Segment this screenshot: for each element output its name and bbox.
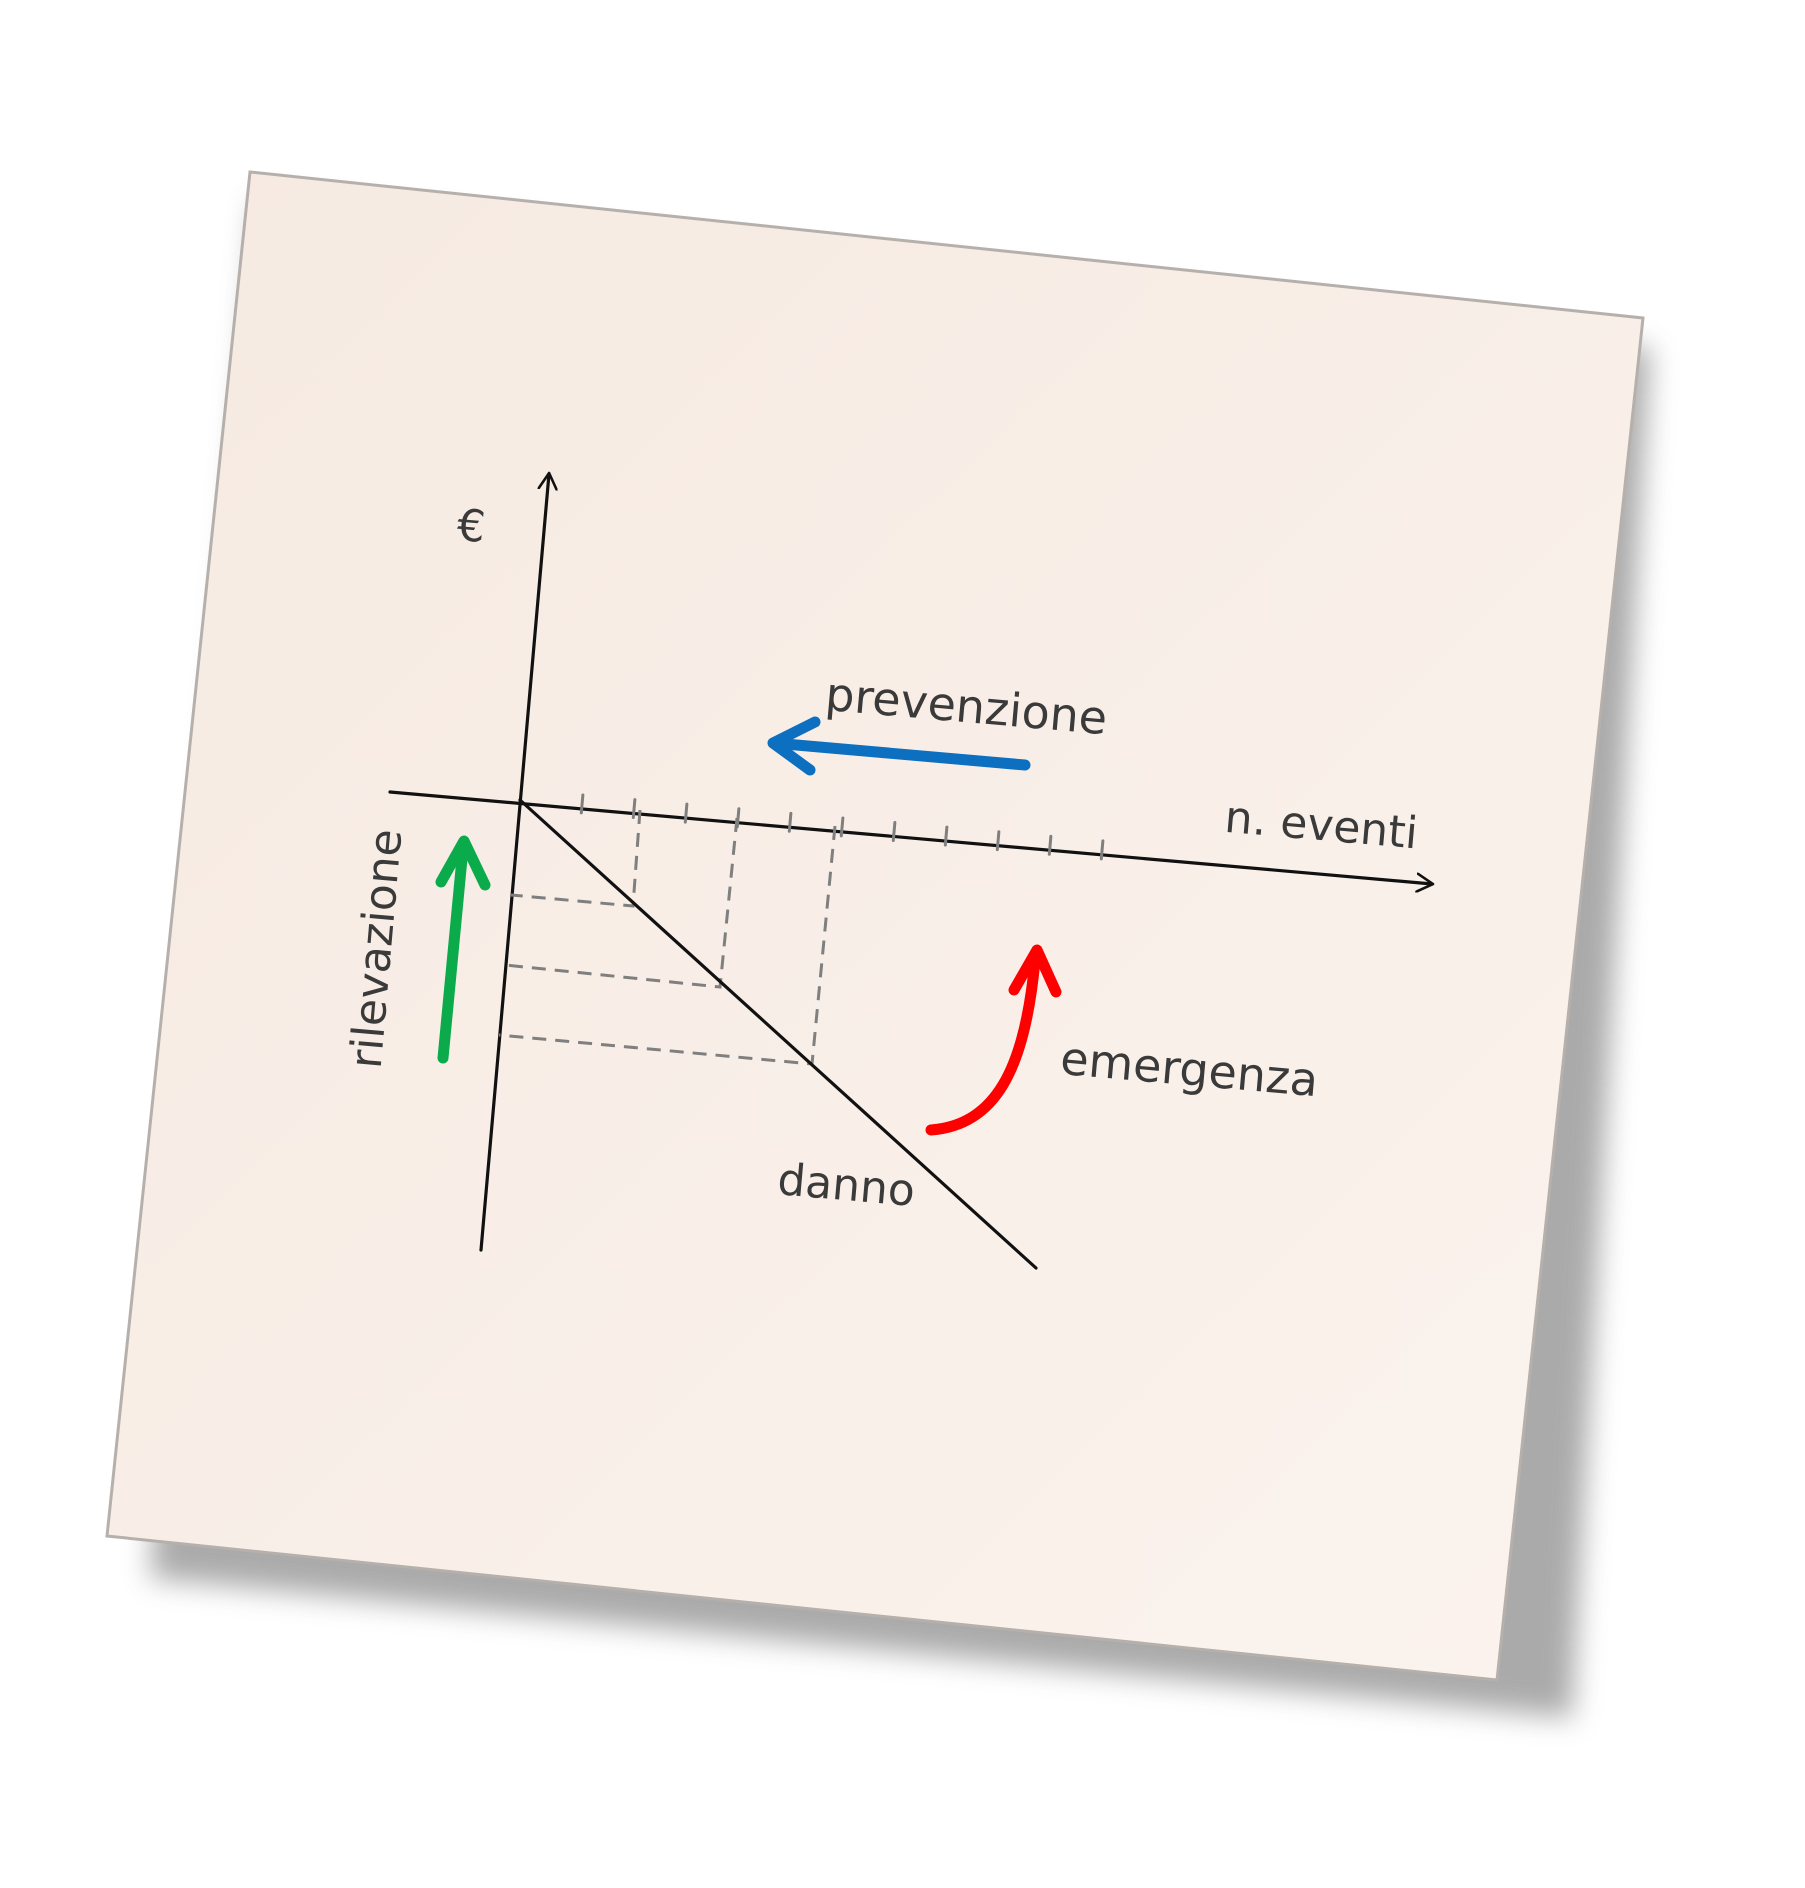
emergenza-arrow xyxy=(925,944,1062,1136)
x-axis-tick xyxy=(631,798,637,820)
x-axis xyxy=(388,790,1432,884)
x-axis-tick xyxy=(839,816,845,838)
rilevazione-arrow xyxy=(435,835,491,1064)
x-axis-tick xyxy=(1099,839,1105,861)
rilevazione-arrow-head xyxy=(435,835,491,891)
x-axis-tick xyxy=(579,793,585,815)
note-paper xyxy=(105,170,1645,1682)
rilevazione-arrow-shaft xyxy=(437,842,469,1064)
y-axis xyxy=(479,474,549,1252)
damage-line-label: danno xyxy=(776,1154,918,1217)
guide-line-1 xyxy=(510,809,642,908)
x-axis-tick xyxy=(683,802,689,824)
y-axis-label: € xyxy=(455,500,487,553)
x-axis-tick xyxy=(1047,834,1053,856)
emergenza-arrow-head xyxy=(1008,944,1062,998)
x-axis-ticks xyxy=(579,793,1105,861)
x-axis-tick xyxy=(891,821,897,842)
x-axis-tick xyxy=(943,825,949,847)
prevenzione-arrow xyxy=(767,716,1031,776)
guide-line-2 xyxy=(504,817,739,989)
damage-line xyxy=(518,798,1038,1270)
emergenza-arrow-shaft xyxy=(925,954,1041,1136)
x-axis-tick xyxy=(787,811,793,833)
prevenzione-arrow-head xyxy=(767,716,821,776)
prevenzione-arrow-shaft xyxy=(779,738,1031,771)
x-axis-tick xyxy=(995,830,1001,852)
